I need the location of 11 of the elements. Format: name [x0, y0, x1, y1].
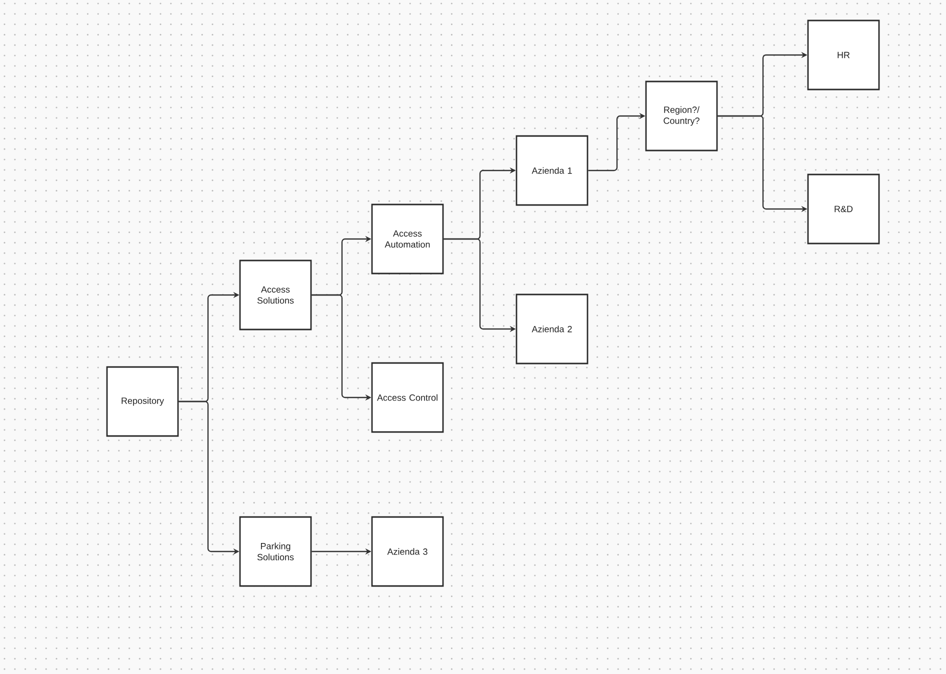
- process-box: Azienda 3: [371, 516, 444, 587]
- process-box: Azienda 1: [516, 135, 588, 206]
- process-box: Access Automation: [371, 204, 444, 274]
- process-box: Access Solutions: [239, 260, 312, 330]
- process-box: R&D: [807, 174, 880, 244]
- process-box: Repository: [106, 366, 179, 437]
- process-box: Access Control: [371, 362, 444, 433]
- process-box: Parking Solutions: [239, 516, 312, 587]
- process-box: HR: [807, 20, 880, 90]
- process-box: Azienda 2: [516, 294, 588, 364]
- process-box: Region?/ Country?: [645, 80, 718, 152]
